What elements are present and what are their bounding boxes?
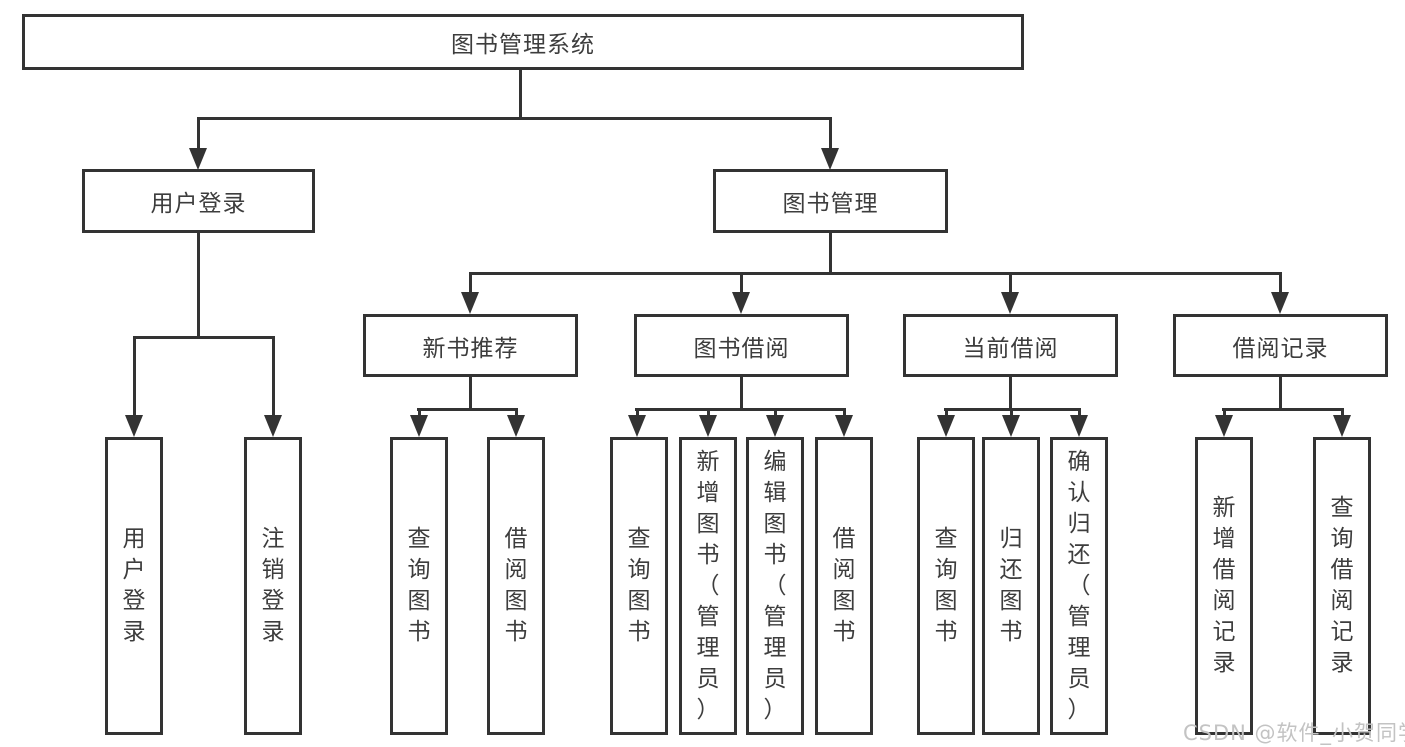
connector-line <box>133 336 136 415</box>
arrow-down-icon <box>410 415 428 437</box>
arrow-down-icon <box>937 415 955 437</box>
node-current-borrowing: 当前借阅 <box>903 314 1118 377</box>
leaf-confirm-return-admin: 确 认 归 还 （ 管 理 员 ） <box>1050 437 1108 735</box>
arrow-down-icon <box>1070 415 1088 437</box>
connector-line <box>515 408 518 415</box>
connector-line <box>1223 408 1226 415</box>
connector-line <box>418 408 421 415</box>
leaf-borrow-books: 借 阅 图 书 <box>815 437 873 735</box>
connector-line <box>707 408 710 415</box>
connector-line <box>1279 377 1282 411</box>
connector-line <box>1279 272 1282 292</box>
arrow-down-icon <box>1271 292 1289 314</box>
arrow-down-icon <box>507 415 525 437</box>
arrow-down-icon <box>732 292 750 314</box>
connector-line <box>740 272 743 292</box>
arrow-down-icon <box>821 148 839 170</box>
node-book-management: 图书管理 <box>713 169 948 233</box>
connector-line <box>197 117 832 120</box>
connector-line <box>272 336 275 415</box>
connector-line <box>774 408 777 415</box>
connector-line <box>417 408 518 411</box>
leaf-logout: 注 销 登 录 <box>244 437 302 735</box>
connector-line <box>133 336 275 339</box>
arrow-down-icon <box>628 415 646 437</box>
connector-line <box>829 233 832 275</box>
connector-line <box>469 377 472 411</box>
node-user-login: 用户登录 <box>82 169 315 233</box>
connector-line <box>197 233 200 339</box>
connector-line <box>829 117 832 148</box>
connector-line <box>1009 272 1012 292</box>
connector-line <box>1009 377 1012 411</box>
arrow-down-icon <box>1333 415 1351 437</box>
connector-line <box>469 272 1282 275</box>
arrow-down-icon <box>766 415 784 437</box>
node-new-book-recommendation: 新书推荐 <box>363 314 578 377</box>
connector-line <box>1010 408 1013 415</box>
leaf-add-books-admin: 新 增 图 书 （ 管 理 员 ） <box>679 437 737 735</box>
connector-line <box>197 117 200 148</box>
arrow-down-icon <box>125 415 143 437</box>
connector-line <box>1078 408 1081 415</box>
node-book-borrowing: 图书借阅 <box>634 314 849 377</box>
node-borrowing-records: 借阅记录 <box>1173 314 1388 377</box>
leaf-query-books-recommend: 查 询 图 书 <box>390 437 448 735</box>
connector-line <box>519 68 522 120</box>
connector-line <box>635 408 846 411</box>
arrow-down-icon <box>699 415 717 437</box>
connector-line <box>843 408 846 415</box>
leaf-edit-books-admin: 编 辑 图 书 （ 管 理 员 ） <box>746 437 804 735</box>
leaf-query-borrow-record: 查 询 借 阅 记 录 <box>1313 437 1371 735</box>
leaf-query-books-borrow: 查 询 图 书 <box>610 437 668 735</box>
csdn-watermark: CSDN @软件_小贺同学 <box>1183 721 1405 745</box>
arrow-down-icon <box>1002 415 1020 437</box>
connector-line <box>1222 408 1344 411</box>
leaf-add-borrow-record: 新 增 借 阅 记 录 <box>1195 437 1253 735</box>
leaf-return-books: 归 还 图 书 <box>982 437 1040 735</box>
arrow-down-icon <box>1001 292 1019 314</box>
connector-line <box>469 272 472 292</box>
connector-line <box>740 377 743 411</box>
connector-line <box>636 408 639 415</box>
leaf-user-login: 用 户 登 录 <box>105 437 163 735</box>
connector-line <box>1341 408 1344 415</box>
arrow-down-icon <box>461 292 479 314</box>
arrow-down-icon <box>835 415 853 437</box>
leaf-query-books-current: 查 询 图 书 <box>917 437 975 735</box>
arrow-down-icon <box>264 415 282 437</box>
leaf-borrow-books-recommend: 借 阅 图 书 <box>487 437 545 735</box>
arrow-down-icon <box>189 148 207 170</box>
node-root-system: 图书管理系统 <box>22 14 1024 70</box>
arrow-down-icon <box>1215 415 1233 437</box>
connector-line <box>945 408 948 415</box>
